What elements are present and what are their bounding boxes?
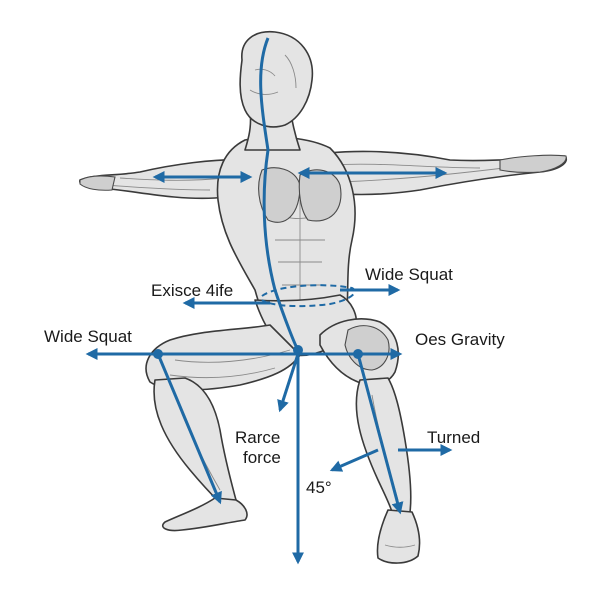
right-foot (376, 509, 421, 564)
label-turned: Turned (427, 428, 481, 447)
core-ellipse (261, 284, 356, 308)
force-vectors (85, 37, 453, 565)
head (239, 31, 314, 128)
center-hip-dot (293, 345, 303, 355)
left-leg-vector (156, 353, 222, 505)
label-exercise-life: Exisce 4ife (151, 281, 234, 300)
spine-line (259, 37, 300, 351)
label-force: force (243, 448, 281, 467)
left-hip-dot (153, 349, 163, 359)
right-leg-vector (356, 353, 404, 515)
label-wide-squat-left: Wide Squat (44, 327, 132, 346)
right-hip-dot (353, 349, 363, 359)
label-oes-gravity: Oes Gravity (415, 330, 505, 349)
label-rarce: Rarce (235, 428, 281, 447)
left-foot (161, 497, 248, 532)
rarce-force-vector (277, 353, 300, 413)
angle-vector (329, 448, 379, 472)
label-wide-squat-right: Wide Squat (365, 265, 453, 284)
label-angle: 45° (306, 478, 332, 497)
